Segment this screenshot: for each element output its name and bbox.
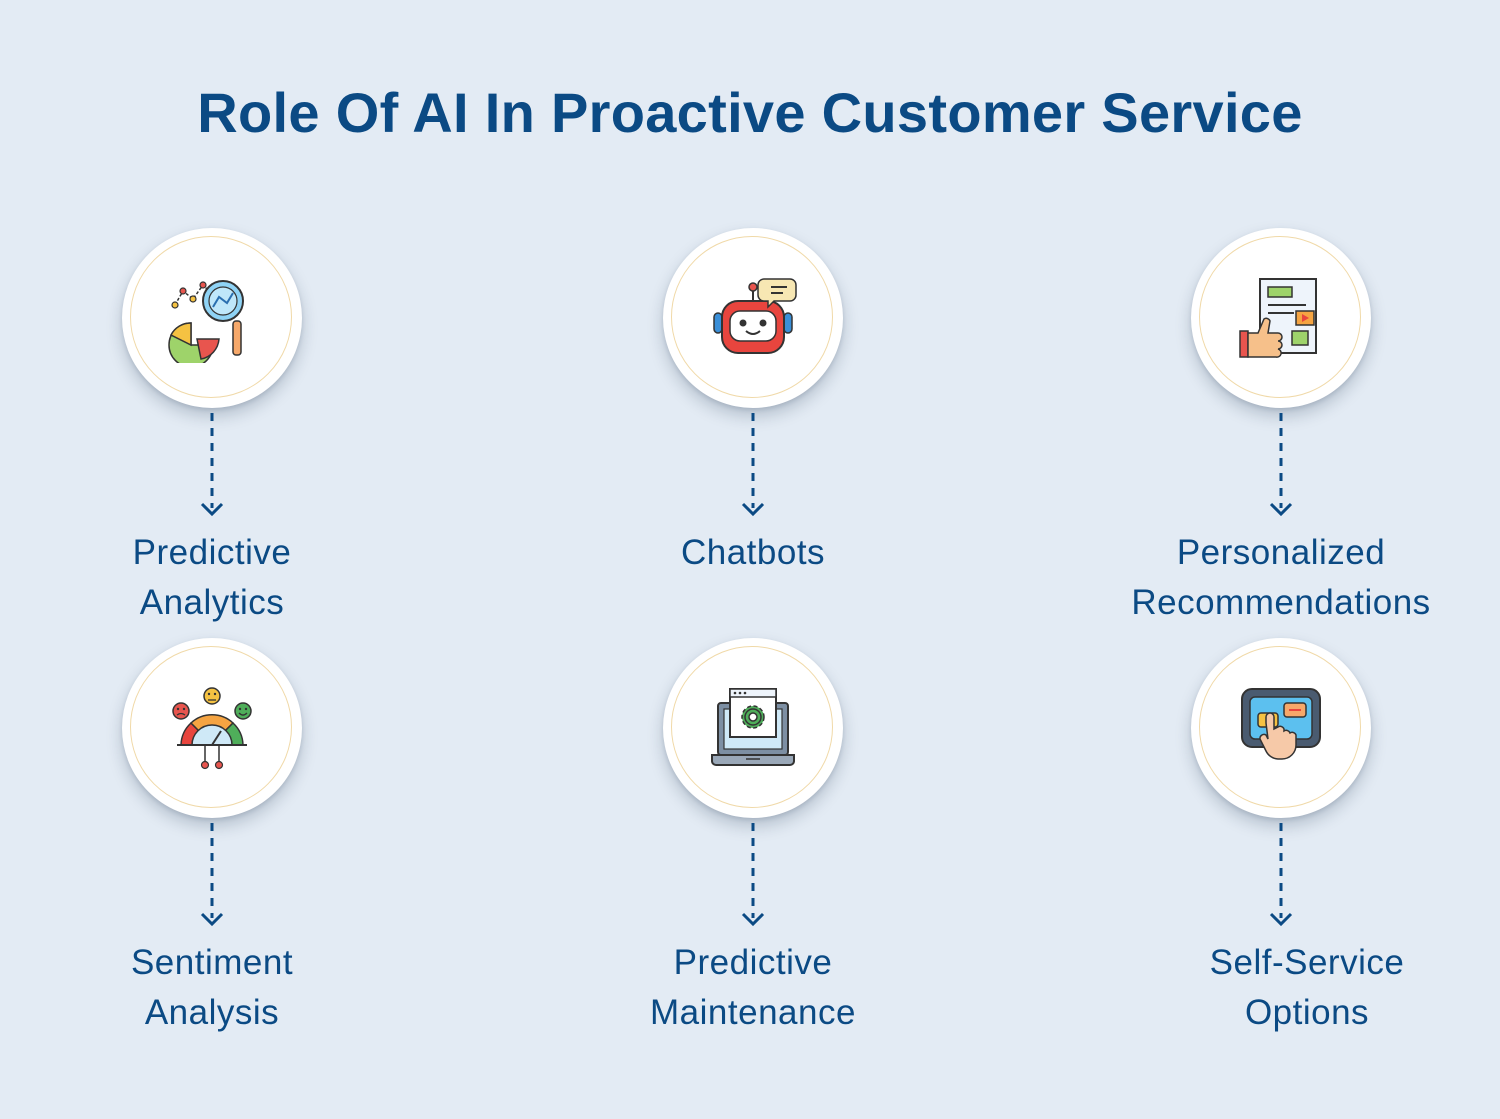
recommendation-icon — [1239, 278, 1317, 358]
item-predictive-maintenance: Predictive Maintenance — [553, 638, 953, 1048]
arrow-down-icon — [200, 823, 224, 927]
arrow-down-icon — [1269, 413, 1293, 517]
page-title: Role Of AI In Proactive Customer Service — [197, 81, 1303, 144]
analytics-icon — [168, 280, 244, 363]
icon-circle — [122, 638, 302, 818]
item-label: Chatbots — [680, 533, 826, 572]
icon-circle — [122, 228, 302, 408]
item-label: Personalized Recommendations — [1131, 533, 1431, 622]
arrow-down-icon — [200, 413, 224, 517]
item-sentiment-analysis: Sentiment Analysis — [12, 638, 412, 1048]
arrow-down-icon — [741, 413, 765, 517]
item-self-service-options: Self-Service Options — [1081, 638, 1481, 1048]
item-predictive-analytics: Predictive Analytics — [12, 228, 412, 638]
item-label: Predictive Maintenance — [650, 943, 856, 1032]
chatbot-icon — [713, 278, 797, 354]
sentiment-gauge-icon — [172, 687, 252, 770]
icon-circle — [663, 228, 843, 408]
maintenance-laptop-icon — [711, 688, 795, 766]
icon-circle — [1191, 228, 1371, 408]
item-label: Predictive Analytics — [132, 533, 292, 622]
item-personalized-recommendations: Personalized Recommendations — [1081, 228, 1481, 638]
arrow-down-icon — [741, 823, 765, 927]
self-service-touchscreen-icon — [1241, 688, 1321, 760]
arrow-down-icon — [1269, 823, 1293, 927]
icon-circle — [1191, 638, 1371, 818]
icon-circle — [663, 638, 843, 818]
item-chatbots: Chatbots — [553, 228, 953, 638]
item-label: Self-Service Options — [1209, 943, 1405, 1032]
item-label: Sentiment Analysis — [130, 943, 294, 1032]
